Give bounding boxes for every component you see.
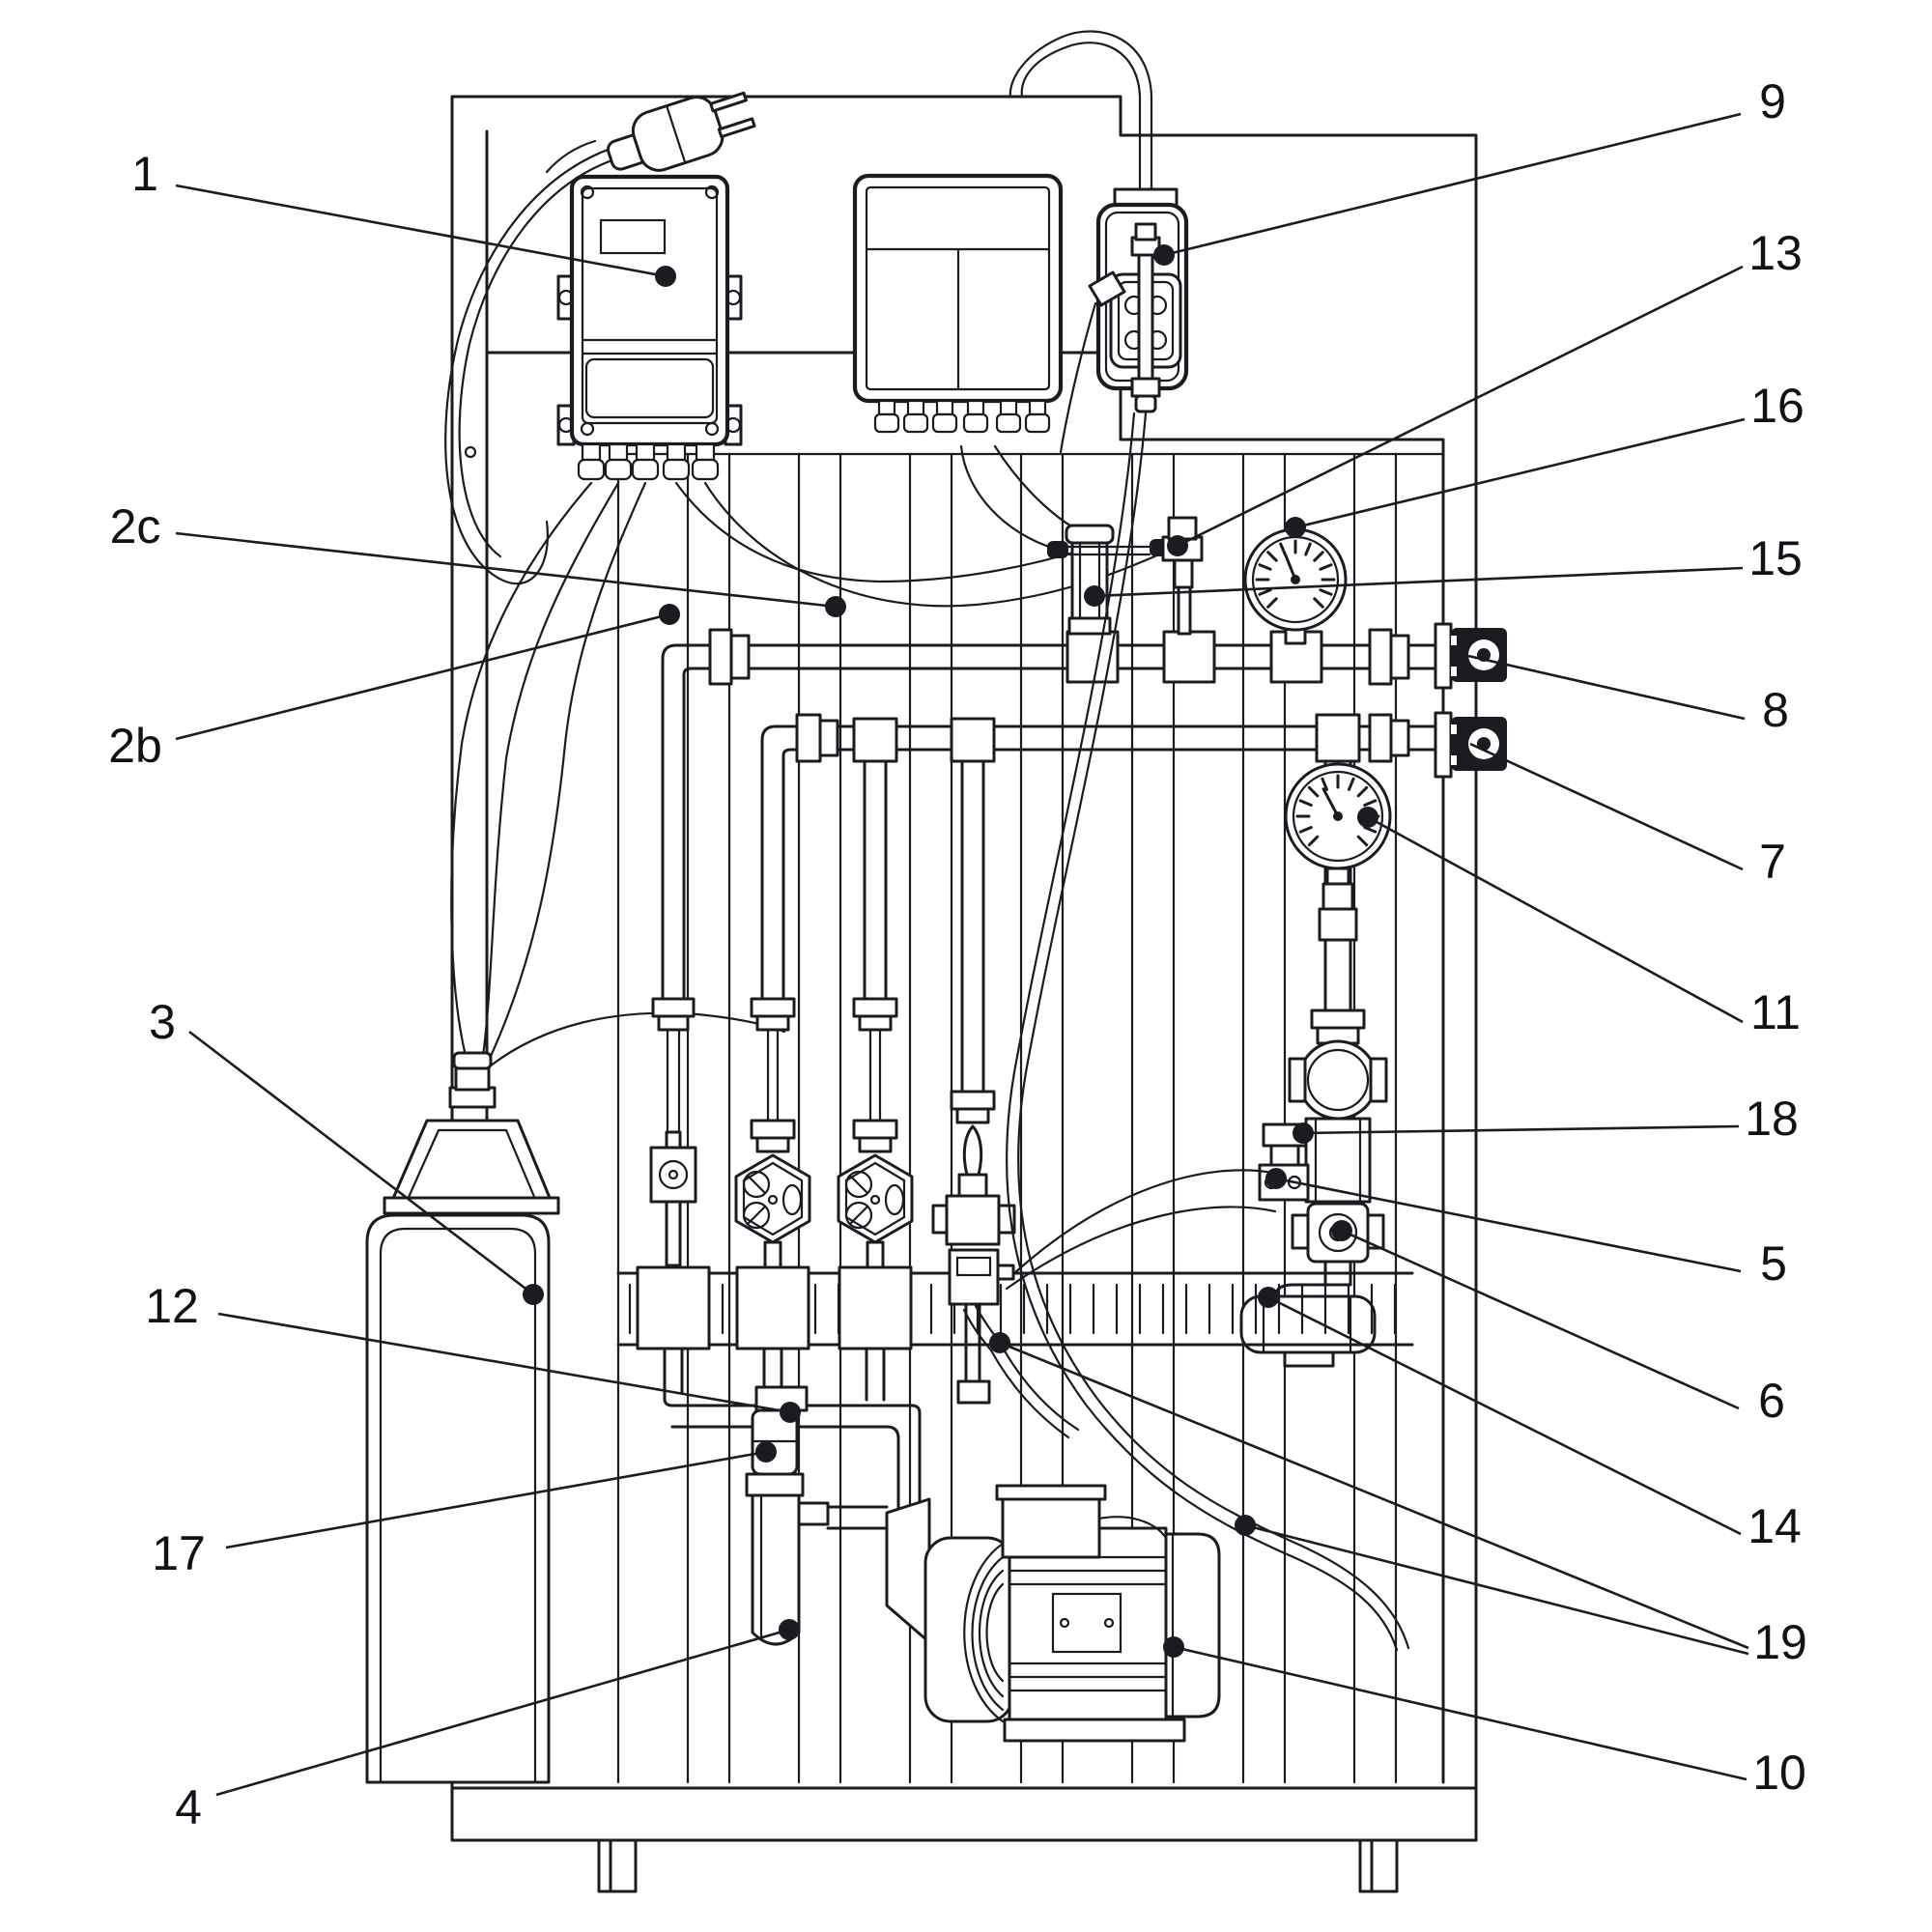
callout-dot-3	[523, 1284, 544, 1305]
machine-frame	[450, 95, 1478, 1893]
gauge-ticks	[1255, 539, 1336, 609]
callout-dot-19	[989, 1332, 1010, 1353]
callout-label-6: 6	[1758, 1374, 1785, 1428]
tee-injection	[1162, 630, 1216, 684]
callout-dot-4	[779, 1619, 800, 1640]
tee-gauge	[1269, 630, 1323, 684]
callout-label-9: 9	[1759, 74, 1786, 128]
concentrate-outlet-7	[1434, 711, 1507, 779]
leader-line-10	[1173, 1645, 1747, 1781]
gauge-needle	[1321, 787, 1340, 818]
leader-line-6	[1341, 1229, 1740, 1410]
leader-line-9	[1163, 112, 1742, 257]
leader-line-13	[1177, 265, 1744, 548]
leader-line-2c	[175, 531, 837, 609]
gauge-hub	[1333, 811, 1343, 821]
callout-label-4: 4	[175, 1780, 202, 1834]
leader-line-16	[1294, 417, 1746, 529]
leader-line-18	[1302, 1124, 1740, 1135]
callout-label-19: 19	[1753, 1615, 1807, 1669]
callout-dot-5	[1265, 1168, 1287, 1189]
callout-dot-14	[1258, 1287, 1279, 1308]
callout-dot-12	[780, 1402, 801, 1423]
leader-line-8	[1467, 654, 1746, 721]
callout-label-1: 1	[131, 147, 158, 201]
callout-label-12: 12	[145, 1279, 199, 1333]
fan-cover	[1164, 1532, 1221, 1719]
callout-dot-16	[1285, 517, 1306, 538]
callout-dot-19	[1235, 1515, 1256, 1536]
leader-line-4	[215, 1628, 790, 1797]
gauge-hub	[1291, 575, 1300, 584]
callout-label-15: 15	[1748, 531, 1803, 585]
plc-box	[852, 173, 1064, 434]
callout-label-7: 7	[1759, 835, 1786, 889]
callout-dot-2b	[659, 604, 680, 625]
callout-label-17: 17	[152, 1526, 206, 1580]
leader-line-5	[1275, 1177, 1742, 1273]
leader-line-12	[217, 1312, 791, 1414]
leader-line-3	[188, 1030, 534, 1296]
callout-label-11: 11	[1750, 985, 1801, 1039]
callout-dot-6	[1331, 1220, 1352, 1241]
upper-manifold-pipe	[661, 628, 1443, 686]
flow-column-b	[734, 796, 811, 1389]
callout-label-8: 8	[1762, 683, 1789, 737]
flow-column-d	[931, 759, 1016, 1405]
callout-dot-17	[755, 1441, 777, 1463]
callout-label-13: 13	[1748, 226, 1803, 280]
leader-line-11	[1367, 815, 1744, 1024]
leader-line-14	[1267, 1295, 1742, 1536]
callout-label-2b: 2b	[108, 719, 162, 773]
flow-column-a	[636, 680, 711, 1407]
callout-dot-11	[1357, 807, 1378, 828]
leader-line-2b	[175, 612, 670, 741]
controller-box	[556, 174, 743, 481]
leader-line-19	[1244, 1523, 1749, 1656]
pump-and-motor	[923, 1484, 1221, 1743]
cable-glands-left	[577, 442, 720, 481]
callout-label-10: 10	[1752, 1746, 1806, 1800]
callout-label-14: 14	[1747, 1499, 1802, 1553]
callout-dot-2c	[825, 596, 846, 617]
power-plug	[607, 91, 756, 172]
lower-manifold-pipe	[760, 713, 1443, 800]
pump-head-cluster	[1239, 1039, 1388, 1368]
plug-cord	[545, 139, 597, 174]
callout-label-18: 18	[1745, 1092, 1799, 1146]
leader-line-7	[1469, 742, 1744, 871]
leader-line-15	[1094, 566, 1744, 598]
callout-dot-1	[655, 266, 676, 287]
injection-fitting	[1047, 516, 1204, 636]
callout-label-5: 5	[1760, 1236, 1787, 1291]
display-window	[599, 218, 667, 255]
callout-dot-10	[1163, 1636, 1184, 1658]
callout-label-3: 3	[149, 995, 176, 1049]
leader-line-17	[225, 1450, 767, 1549]
leader-line-1	[175, 184, 667, 278]
cable-glands-right	[873, 399, 1051, 434]
callout-dot-13	[1167, 535, 1188, 556]
frame-hole	[464, 445, 477, 459]
tank-lid-fitting	[448, 1051, 497, 1109]
callout-dot-15	[1084, 585, 1105, 607]
pressure-gauge-lower	[1284, 762, 1392, 942]
callout-dot-18	[1293, 1122, 1314, 1144]
callout-label-2c: 2c	[110, 499, 161, 554]
callout-label-16: 16	[1750, 379, 1804, 433]
feed-tank	[365, 1051, 560, 1784]
callout-dot-9	[1153, 244, 1175, 266]
conductivity-sensor	[1065, 524, 1115, 636]
permeate-outlet-8	[1434, 622, 1507, 690]
flow-column-c	[837, 759, 914, 1402]
callout-layer: 1 2c 2b 3 12 17 4 9 13 16 15 8 7 11 18 5 6 14 19 10	[108, 74, 1807, 1834]
leader-line-19	[999, 1341, 1749, 1650]
